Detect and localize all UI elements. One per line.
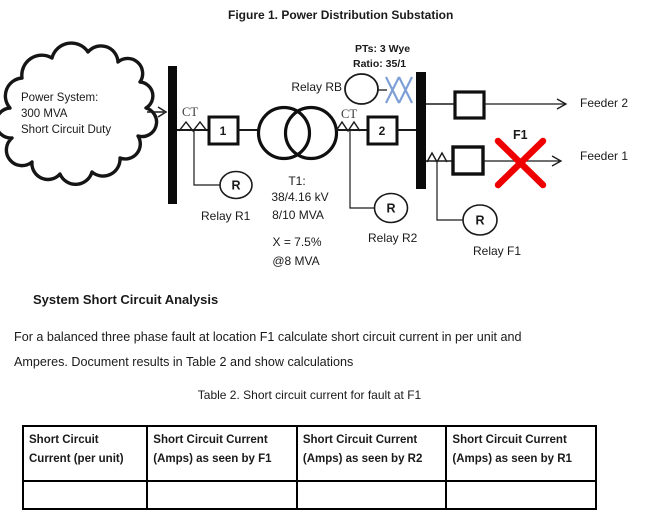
transformer-winding-1-icon xyxy=(256,105,312,161)
pt-ratio-line2: Ratio: 35/1 xyxy=(353,58,406,70)
paragraph-line1: For a balanced three phase fault at loca… xyxy=(14,330,522,344)
header-line: (Amps) as seen by F1 xyxy=(153,453,272,465)
secondary-bus-bar xyxy=(416,72,426,189)
header-line: Short Circuit Current xyxy=(302,434,418,446)
relay-f1-tap-line xyxy=(436,162,463,221)
cloud-label-line1: Power System: xyxy=(21,92,98,104)
fault-location-label: F1 xyxy=(513,128,528,142)
header-line: Short Circuit xyxy=(29,434,99,446)
transformer-winding-2-icon xyxy=(283,105,339,161)
ct2-symbol-icon xyxy=(335,120,361,133)
section-heading: System Short Circuit Analysis xyxy=(33,292,219,307)
pt-symbol-icon xyxy=(385,76,413,104)
relay-r1-circle-icon xyxy=(219,170,253,200)
feeder2-arrow-head-icon xyxy=(556,98,568,110)
header-line: (Amps) as seen by R2 xyxy=(302,453,423,465)
table-cell-per-unit xyxy=(21,480,149,510)
breaker-2-label: 2 xyxy=(379,124,386,138)
table-cell-amps-f1 xyxy=(146,480,298,510)
relay-r1-label: Relay R1 xyxy=(201,209,251,223)
relay-r2-tap-line xyxy=(349,131,374,209)
table-header-amps-r1: Short Circuit Current (Amps) as seen by … xyxy=(445,425,597,482)
relay-rb-label: Relay RB xyxy=(291,80,342,94)
transformer-spec-line3: 8/10 MVA xyxy=(272,208,324,222)
table-header-amps-r2: Short Circuit Current (Amps) as seen by … xyxy=(295,425,448,482)
cloud-label-line2: 300 MVA xyxy=(21,108,68,120)
pt-ratio-line1: PTs: 3 Wye xyxy=(355,43,410,55)
feeder2-label: Feeder 2 xyxy=(580,96,628,110)
table-cell-amps-r1 xyxy=(445,480,597,510)
relay-r1-tap-line xyxy=(193,131,220,186)
substation-one-line-diagram: Power System: 300 MVA Short Circuit Duty… xyxy=(0,41,628,268)
primary-bus-bar xyxy=(168,66,177,204)
header-line: Current (per unit) xyxy=(29,453,124,465)
transformer-spec-line4: X = 7.5% xyxy=(272,235,321,249)
ct1-label: CT xyxy=(182,105,198,119)
relay-r2-circle-icon xyxy=(373,192,409,224)
cloud-label-line3: Short Circuit Duty xyxy=(21,124,111,136)
feeder2-breaker-box xyxy=(453,90,486,120)
relay-r2-letter: R xyxy=(386,202,395,216)
fault-x-icon xyxy=(494,137,547,189)
transformer-spec-line5: @8 MVA xyxy=(272,254,319,268)
header-line: Short Circuit Current xyxy=(452,434,567,446)
power-system-cloud-icon xyxy=(0,41,159,187)
figure-caption: Figure 1. Power Distribution Substation xyxy=(228,8,454,22)
ct1-symbol-icon xyxy=(178,120,208,133)
relay-f1-letter: R xyxy=(475,214,484,228)
relay-r2-label: Relay R2 xyxy=(368,231,418,245)
feeder1-arrow-head-icon xyxy=(551,155,563,167)
short-circuit-results-table: Short Circuit Current (per unit) Short C… xyxy=(21,425,597,510)
table-header-per-unit: Short Circuit Current (per unit) xyxy=(21,425,149,482)
ct2-label: CT xyxy=(341,107,357,121)
relay-rb-circle-icon xyxy=(344,73,379,105)
feeder1-label: Feeder 1 xyxy=(580,149,628,163)
paragraph-line2: Amperes. Document results in Table 2 and… xyxy=(14,355,354,369)
transformer-spec-line2: 38/4.16 kV xyxy=(271,190,328,204)
relay-f1-circle-icon xyxy=(462,204,498,236)
table-cell-amps-r2 xyxy=(295,480,448,510)
table-caption: Table 2. Short circuit current for fault… xyxy=(197,388,422,402)
header-line: (Amps) as seen by R1 xyxy=(452,453,572,465)
table-result-row xyxy=(21,480,597,510)
transformer-spec-line1: T1: xyxy=(288,174,305,188)
relay-r1-letter: R xyxy=(231,179,240,193)
breaker-1-label: 1 xyxy=(220,124,227,138)
source-arrow-head-icon xyxy=(157,106,168,118)
table-header-row: Short Circuit Current (per unit) Short C… xyxy=(21,425,597,482)
table-header-amps-f1: Short Circuit Current (Amps) as seen by … xyxy=(146,425,298,482)
header-line: Short Circuit Current xyxy=(153,434,268,446)
feeder1-breaker-box xyxy=(451,145,485,176)
relay-f1-label: Relay F1 xyxy=(473,244,521,258)
